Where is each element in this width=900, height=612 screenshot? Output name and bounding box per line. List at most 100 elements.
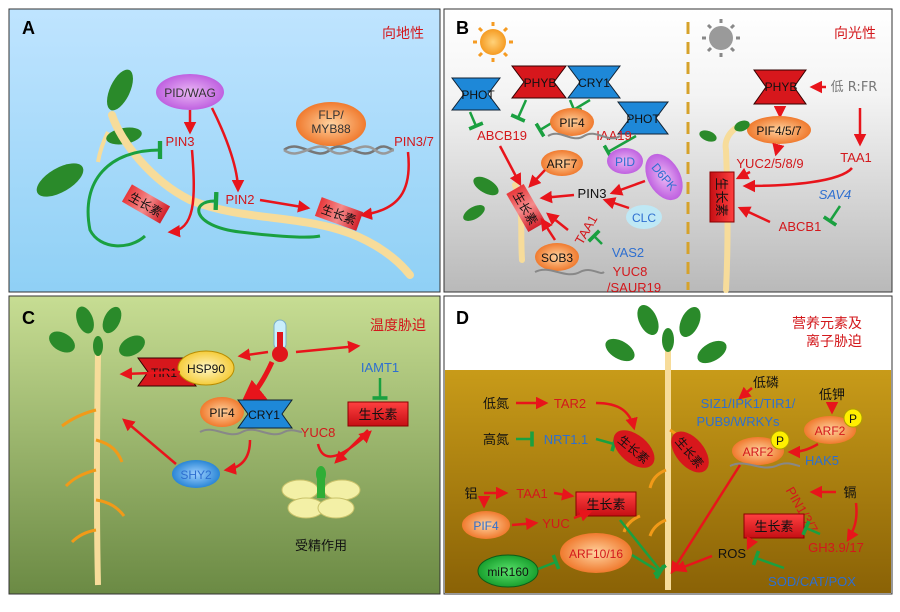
nrt1-label: NRT1.1	[544, 432, 589, 447]
hak5-label: HAK5	[805, 453, 839, 468]
yuc8-label-b: YUC8	[613, 264, 648, 279]
panel-a-letter: A	[22, 18, 35, 38]
hsp90-protein	[177, 350, 235, 386]
yuc-label-d: YUC	[542, 516, 569, 531]
d6pk-protein	[645, 153, 683, 201]
dna-strand	[199, 428, 303, 436]
sav4-label: SAV4	[819, 187, 852, 202]
sod-cat-pox-label: SOD/CAT/POX	[768, 574, 856, 589]
auxin-label: 生长素	[754, 520, 793, 535]
pid-wag-protein	[156, 74, 224, 110]
pif457-protein	[747, 116, 811, 144]
shade-sun-icon	[702, 19, 740, 57]
dna-strand	[547, 132, 621, 140]
phot-photoreceptor	[451, 77, 501, 111]
auxin-label: 生长素	[358, 408, 397, 423]
cry1-label: CRY1	[578, 76, 610, 90]
low-potassium-label: 低钾	[819, 388, 845, 403]
cotyledon-leaf	[107, 69, 133, 111]
arf2-label-b: ARF2	[743, 445, 774, 459]
pin3-7-label: PIN3/7	[394, 134, 434, 149]
fertilization-label: 受精作用	[295, 539, 347, 554]
pin3-label-b: PIN3	[578, 186, 607, 201]
cotyledon-leaf	[36, 163, 84, 197]
sob3-protein	[535, 243, 579, 271]
phyb-photoreceptor-2	[753, 69, 807, 105]
pif457-label: PIF4/5/7	[756, 124, 802, 138]
pif4-label-d: PIF4	[473, 519, 499, 533]
panel-c-title: 温度胁迫	[370, 318, 426, 334]
panel-b-title: 向光性	[834, 26, 876, 42]
clc-label: CLC	[632, 211, 656, 225]
pid-label: PID	[615, 155, 635, 169]
auxin-box: 生长素	[709, 171, 735, 223]
dna-strand	[729, 462, 801, 469]
panel-c-background	[8, 295, 441, 595]
iaa19-label: IAA19	[596, 128, 631, 143]
arf2-protein-b	[732, 437, 784, 465]
panel-d-title-line1: 营养元素及	[792, 316, 862, 332]
auxin-ellipse	[671, 431, 709, 473]
panel-d-letter: D	[456, 308, 469, 328]
phot-label-2: PHOT	[626, 112, 660, 126]
pif4-protein-d	[462, 511, 510, 539]
hsp90-label: HSP90	[187, 362, 225, 376]
low-rfr-label: 低 R:FR	[831, 80, 878, 95]
mir160-molecule	[477, 554, 539, 588]
low-phosphorus-label: 低磷	[753, 376, 779, 391]
ros-label: ROS	[718, 546, 747, 561]
auxin-ellipse	[613, 430, 655, 468]
myb88-label: MYB88	[311, 122, 351, 136]
sob3-label: SOB3	[541, 251, 573, 265]
yuc2589-label: YUC2/5/8/9	[736, 156, 803, 171]
panel-b-background	[443, 8, 893, 293]
plant-root	[93, 353, 101, 586]
phyb-label: PHYB	[524, 76, 557, 90]
arf2-protein-a	[804, 416, 856, 444]
auxin-label: 生长素	[586, 498, 625, 513]
dna-strand	[534, 268, 605, 276]
cry1-photoreceptor	[567, 65, 621, 99]
cry1-protein-c	[237, 399, 293, 429]
cadmium-label: 镉	[843, 485, 856, 501]
pid-protein	[607, 148, 643, 174]
phosphate-badge	[843, 408, 863, 428]
pif4-label-c: PIF4	[209, 406, 235, 420]
pin3-label: PIN3	[166, 134, 195, 149]
phot-photoreceptor-2	[617, 101, 669, 135]
panel-d-title-line2: 离子胁迫	[806, 333, 862, 350]
svg-text:生长素: 生长素	[713, 177, 728, 216]
pin2-label: PIN2	[226, 192, 255, 207]
arf2-label-a: ARF2	[815, 424, 846, 438]
auxin-box	[347, 401, 409, 427]
shy2-label: SHY2	[180, 468, 212, 482]
pub9-label: PUB9/WRKYs	[696, 414, 780, 429]
phyb-label-2: PHYB	[765, 80, 798, 94]
root-hypocotyl	[108, 111, 414, 279]
panel-a-title: 向地性	[382, 26, 424, 42]
clc-protein	[626, 205, 662, 229]
vas2-label: VAS2	[612, 245, 644, 260]
iamt1-label: IAMT1	[361, 360, 399, 375]
pid-wag-label: PID/WAG	[164, 86, 216, 100]
gh3-label: GH3.9/17	[808, 540, 864, 555]
arf1016-label: ARF10/16	[569, 547, 623, 561]
tar2-label: TAR2	[554, 396, 586, 411]
phosphate-badge	[770, 430, 790, 450]
phosphate-label: P	[849, 412, 857, 426]
abcb19-label: ABCB19	[477, 128, 527, 143]
shy2-protein	[172, 460, 220, 488]
saur19-label: /SAUR19	[607, 280, 661, 295]
arf7-label: ARF7	[547, 157, 578, 171]
flp-myb88-protein	[296, 102, 366, 146]
panel-c-letter: C	[22, 308, 35, 328]
phosphate-label: P	[776, 434, 784, 448]
aluminum-label: 铝	[464, 487, 477, 502]
sun-icon	[473, 22, 513, 62]
thermometer-icon	[272, 319, 288, 362]
siz1-label: SIZ1/IPK1/TIR1/	[701, 396, 796, 411]
taa1-label-right: TAA1	[840, 150, 872, 165]
phyb-photoreceptor	[511, 65, 567, 99]
